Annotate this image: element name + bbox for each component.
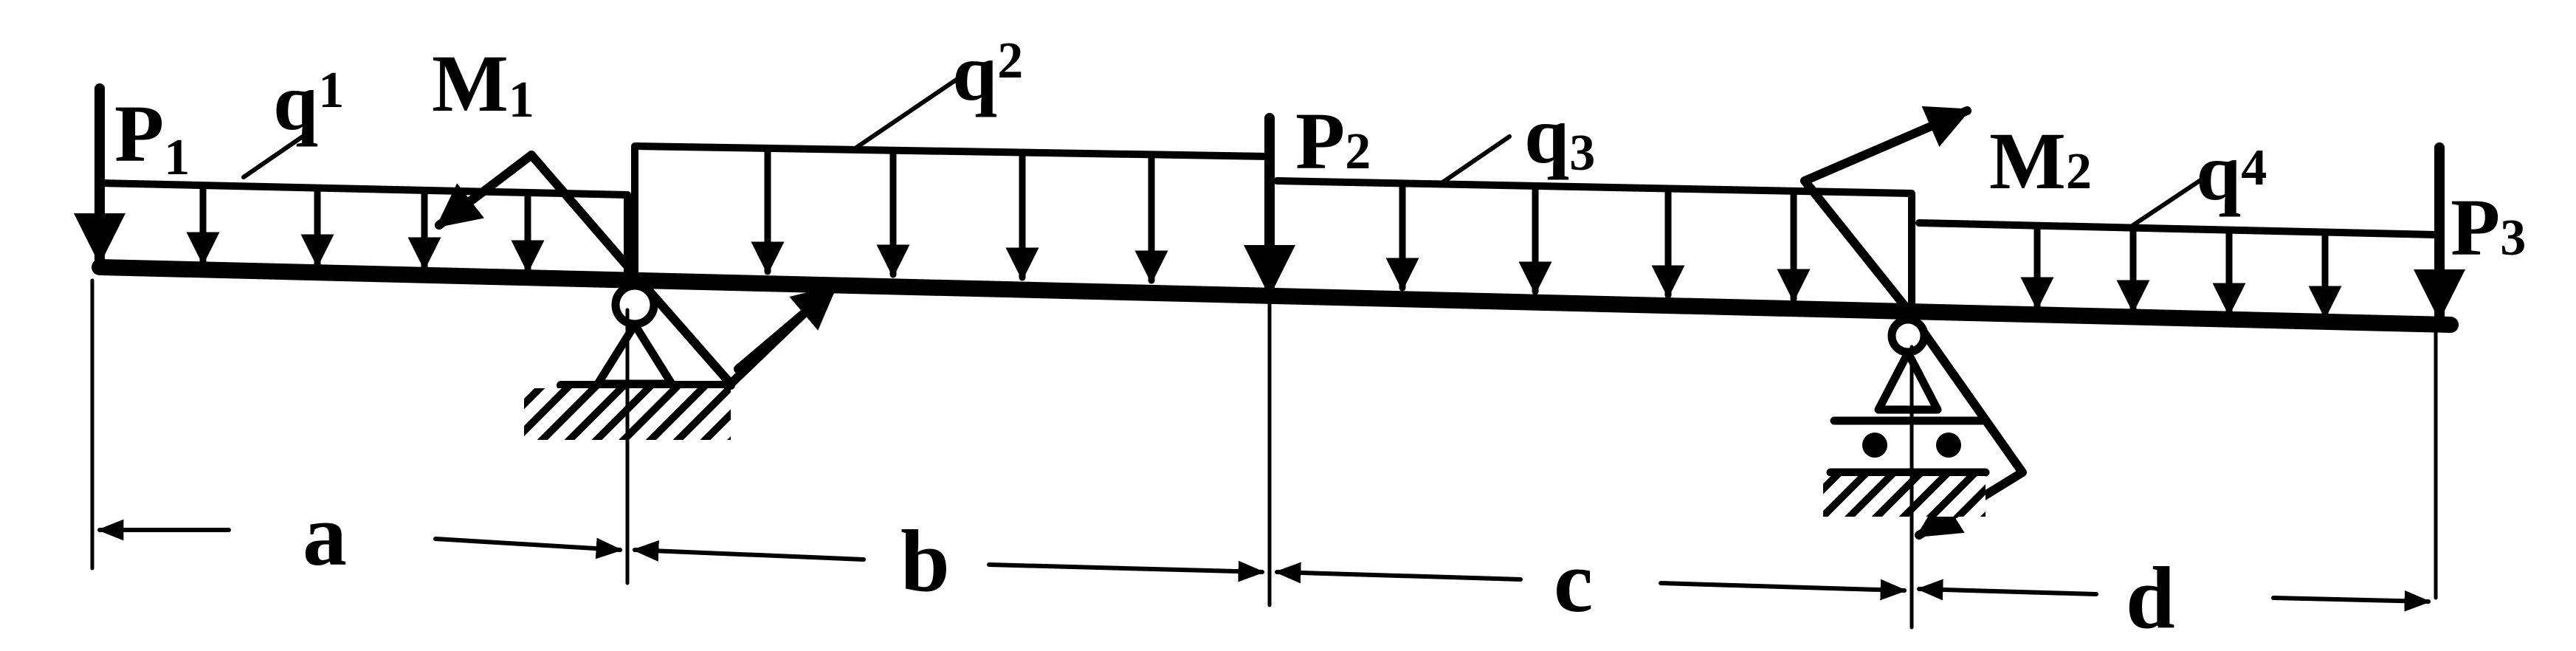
dimension-label-a: a [303, 486, 347, 584]
dimension-label-b: b [900, 512, 950, 610]
dimension-label-c: c [1554, 532, 1593, 630]
roller-hinge-icon [1887, 315, 1929, 356]
roller-wheel-icon [1936, 433, 1961, 458]
label-q1: q1 [273, 57, 344, 147]
dimension-label-d: d [2126, 548, 2175, 647]
distributed-load-q2 [631, 142, 1273, 299]
label-q4: q4 [2196, 127, 2267, 217]
label-p3: P3 [2451, 182, 2526, 272]
extension-lines [90, 278, 2438, 630]
label-q3: q3 [1524, 90, 1595, 182]
distributed-load-q3 [1273, 177, 1915, 314]
distributed-load-q1 [96, 179, 631, 277]
label-p2: P2 [1295, 96, 1371, 186]
pin-support [524, 281, 735, 440]
roller-support [1823, 315, 1990, 517]
label-m1: M1 [432, 38, 534, 128]
label-p1: P1 [114, 89, 190, 186]
label-m2: M2 [1989, 116, 2092, 206]
label-leaders [241, 75, 2202, 227]
label-q2: q2 [952, 27, 1023, 117]
ground-hatch-icon [1823, 476, 1986, 517]
distributed-load-q4 [1915, 219, 2439, 320]
pin-hinge-icon [611, 281, 658, 328]
dimension-lines [97, 519, 2431, 612]
beam [92, 259, 2459, 333]
roller-wheel-icon [1862, 433, 1887, 458]
